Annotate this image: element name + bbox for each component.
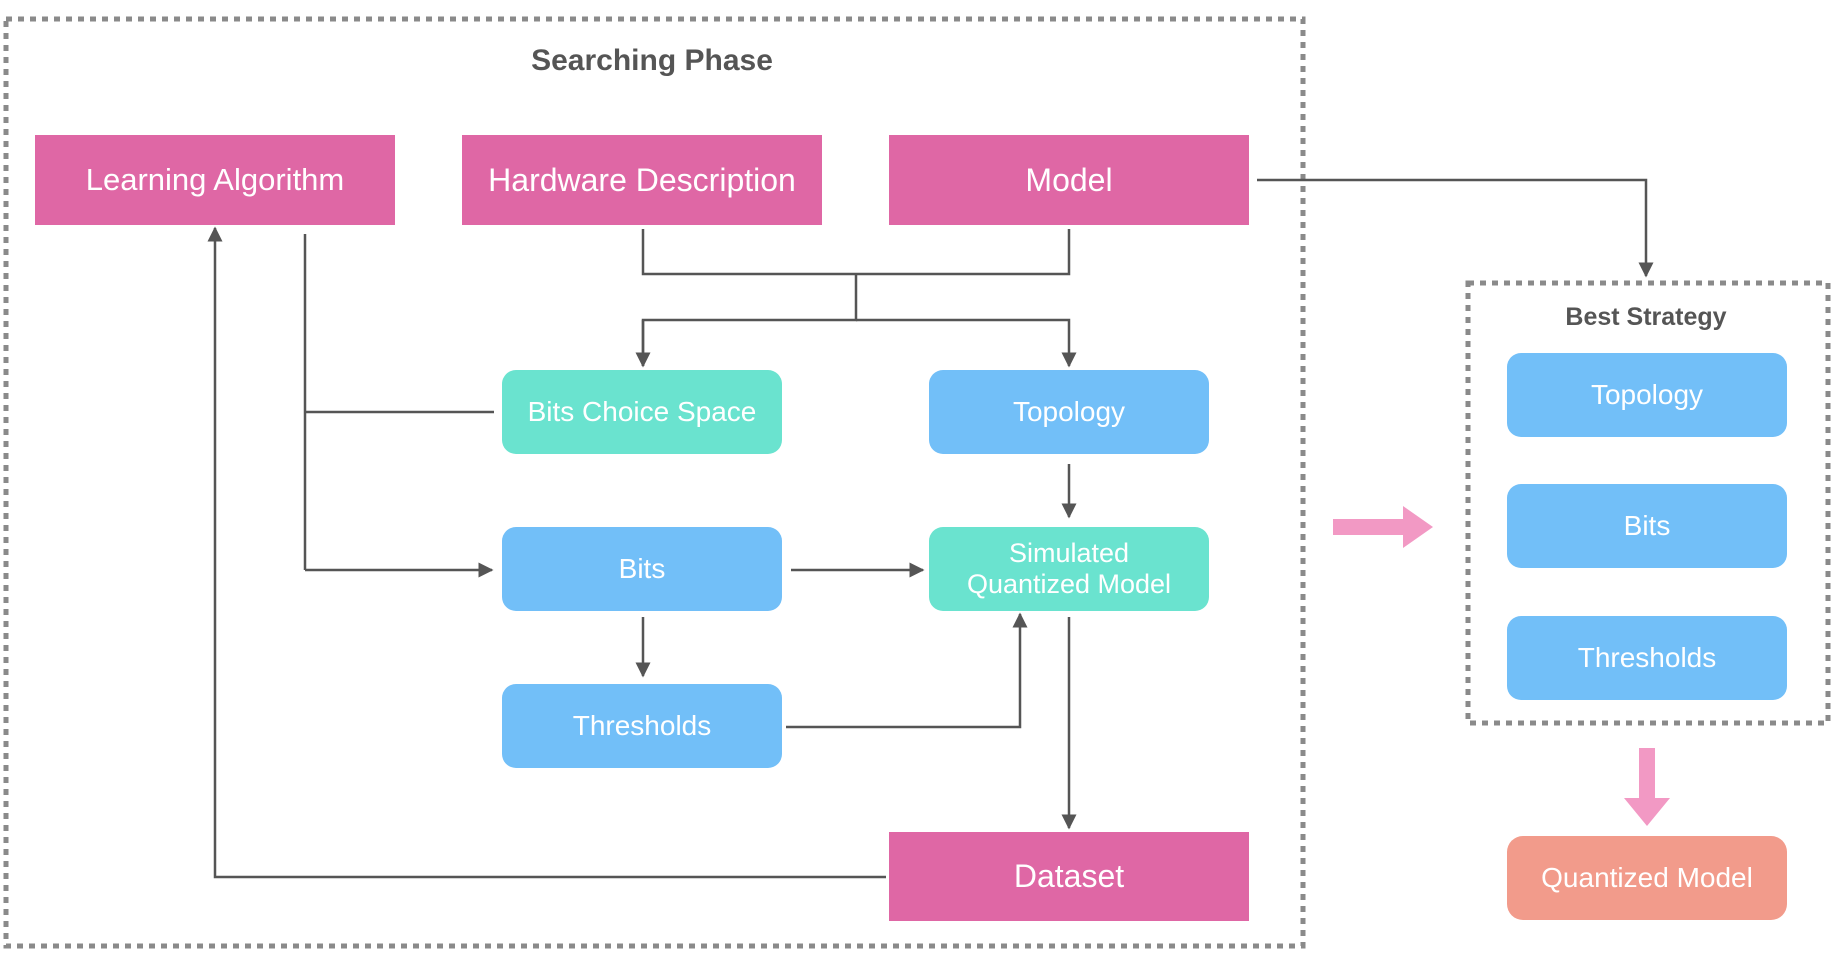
bits-box: Bits xyxy=(502,527,782,611)
hardware-to-merge-line xyxy=(641,229,1071,276)
best-topology-box: Topology xyxy=(1507,353,1787,437)
learning-algorithm-box: Learning Algorithm xyxy=(35,135,395,225)
topology-box: Topology xyxy=(929,370,1209,454)
best-thresholds-box: Thresholds xyxy=(1507,616,1787,700)
best-strategy-border xyxy=(1465,280,1831,726)
model-to-best-strategy-arrow xyxy=(1257,178,1654,278)
bits-choice-space-box: Bits Choice Space xyxy=(502,370,782,454)
dataset-box: Dataset xyxy=(889,832,1249,921)
merge-trunk-line xyxy=(641,274,858,366)
hardware-description-box: Hardware Description xyxy=(462,135,822,225)
best-strategy-title: Best Strategy xyxy=(1565,303,1727,331)
thresholds-box: Thresholds xyxy=(502,684,782,768)
searching-phase-title: Searching Phase xyxy=(531,44,773,77)
best-bits-box: Bits xyxy=(1507,484,1787,568)
model-box: Model xyxy=(889,135,1249,225)
dataset-to-learning-arrow xyxy=(207,226,886,879)
to-quantized-model-block-arrow xyxy=(1624,748,1670,826)
simulated-quantized-model-box: Simulated Quantized Model xyxy=(929,527,1209,611)
quantized-model-box: Quantized Model xyxy=(1507,836,1787,920)
searching-phase-border xyxy=(3,16,1306,949)
to-best-strategy-block-arrow xyxy=(1333,506,1433,548)
merge-to-topology-arrow xyxy=(856,318,1077,368)
thresholds-to-simulated-arrow xyxy=(786,612,1028,729)
